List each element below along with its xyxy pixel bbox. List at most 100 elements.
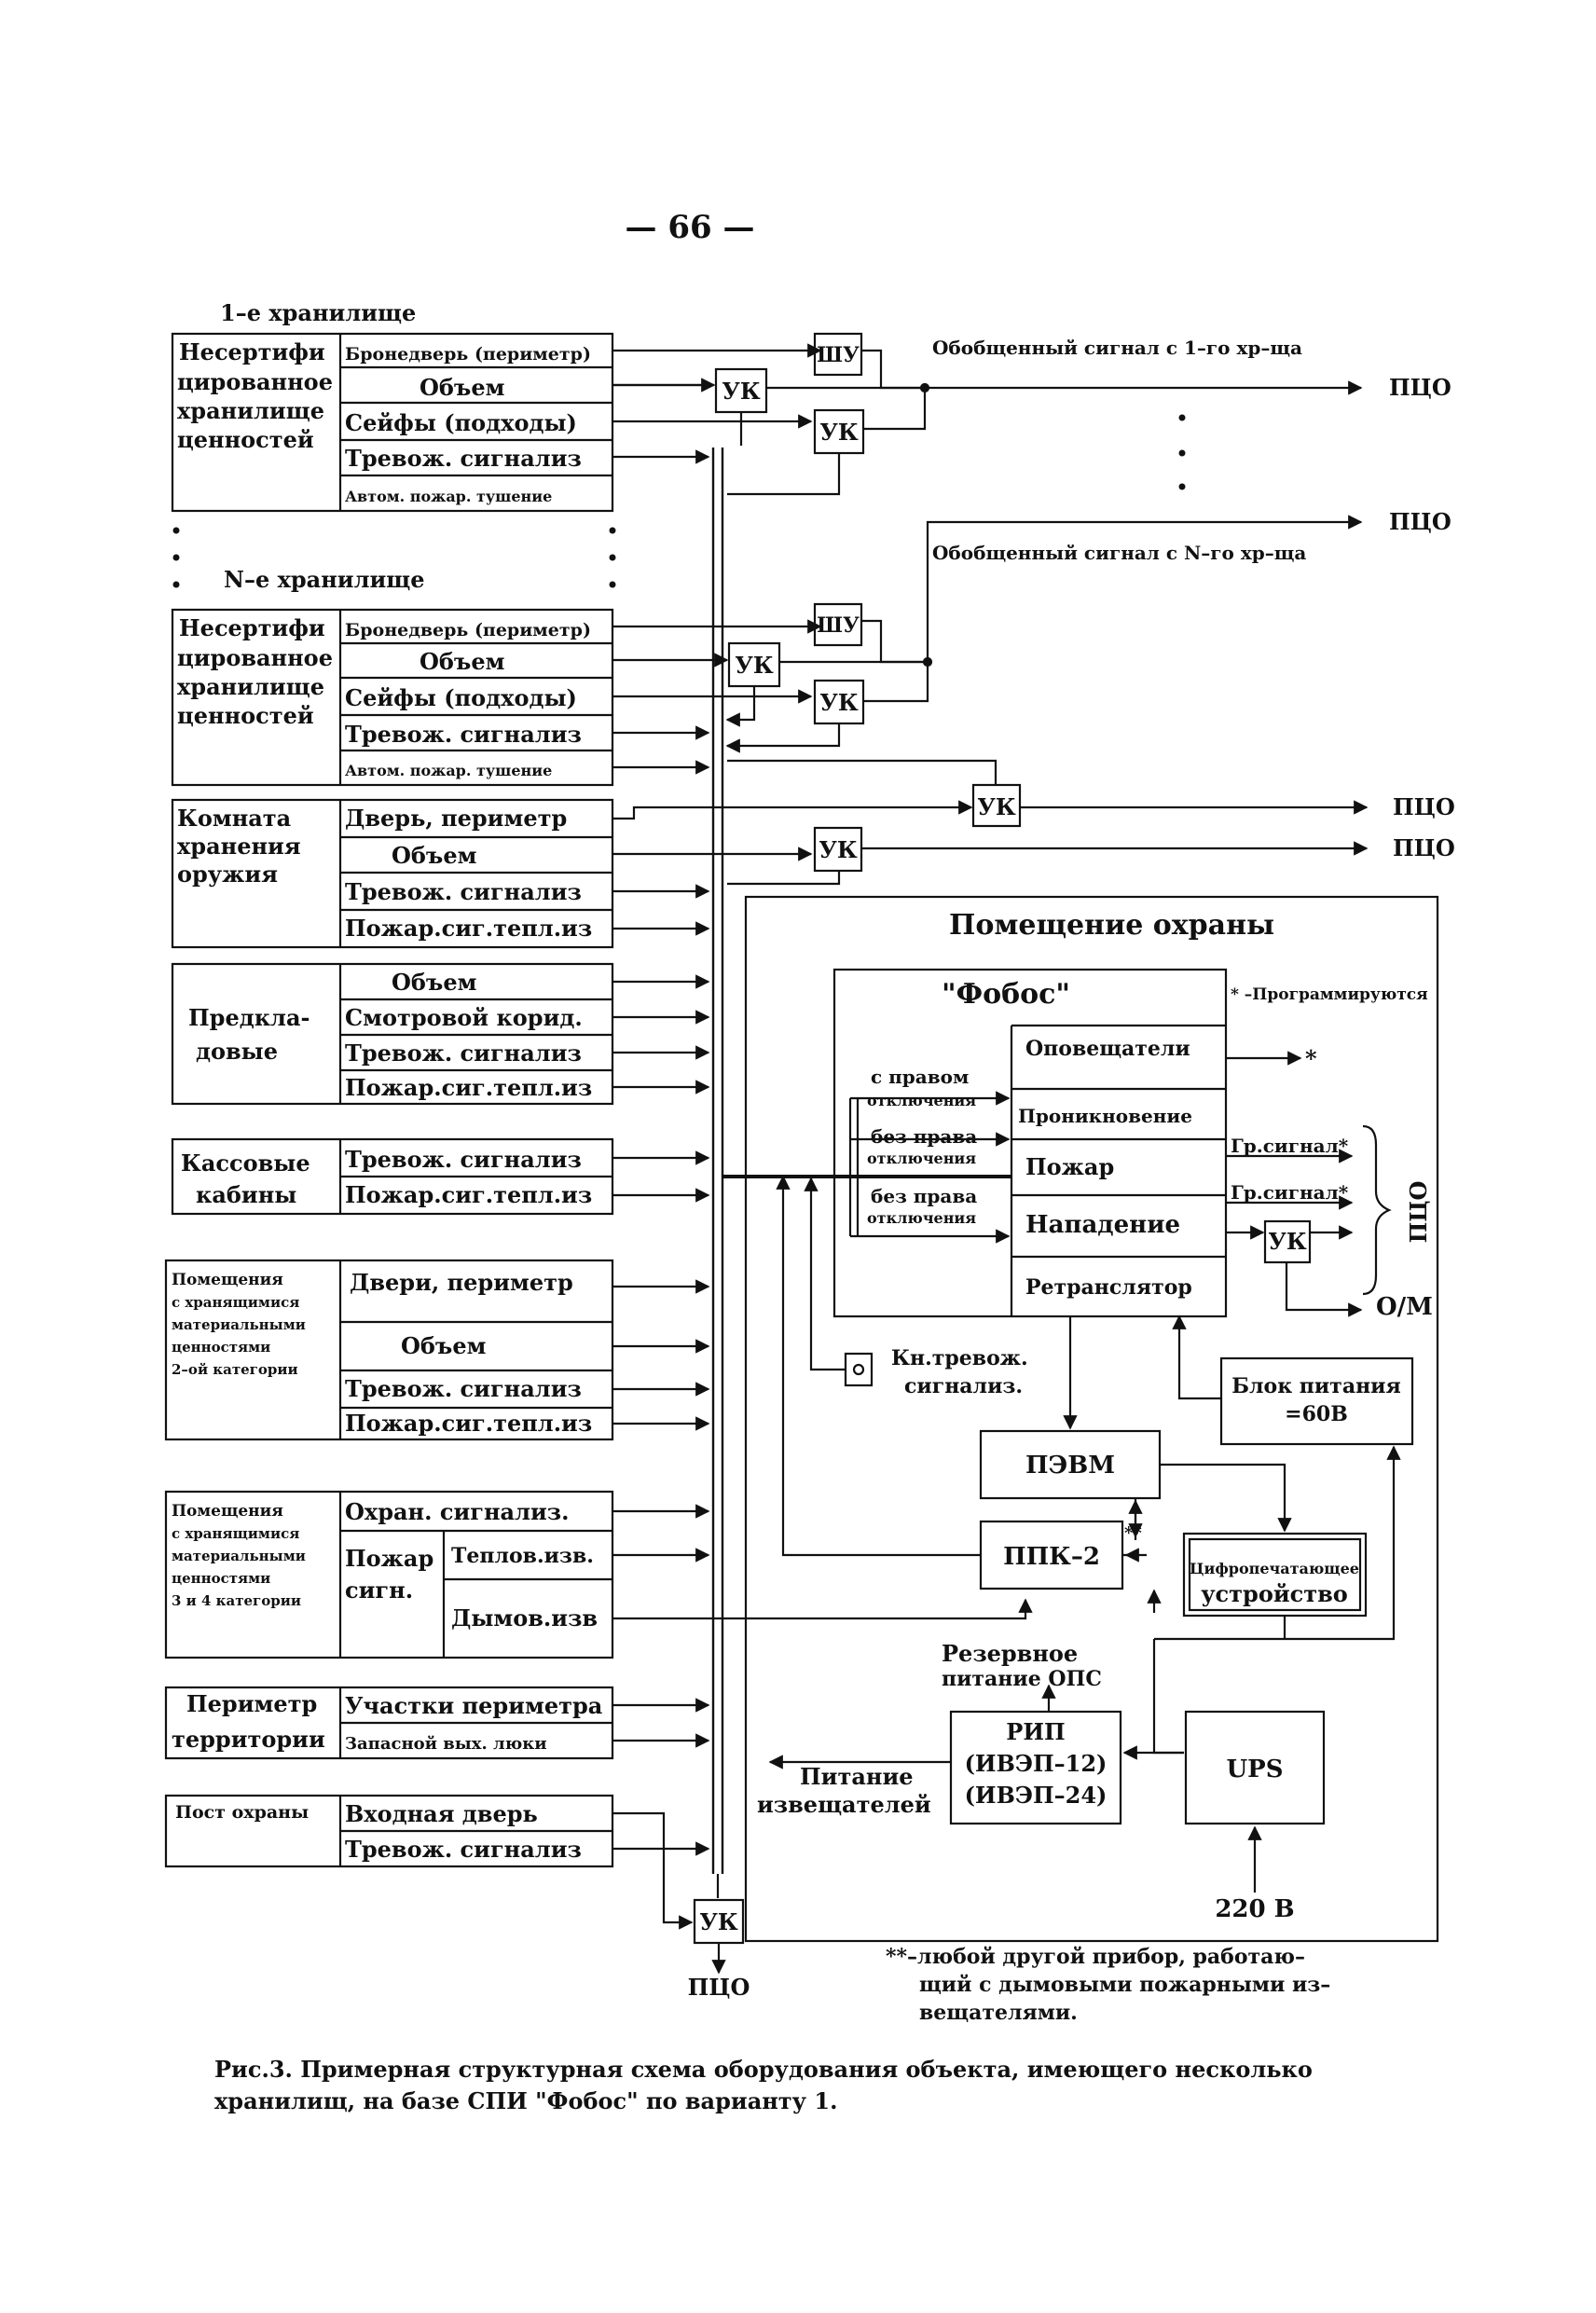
ppk2-label: ППК–2 — [1003, 1543, 1100, 1571]
ellipsis-dot — [1178, 483, 1186, 490]
guard-post-item: Тревож. сигнализ — [345, 1836, 582, 1863]
pco-label: ПЦО — [688, 1974, 750, 2001]
vestibule-item: Тревож. сигнализ — [345, 1039, 582, 1067]
panic-button-label: Кн.тревож. — [891, 1346, 1028, 1370]
programmable-note: * –Программируются — [1231, 985, 1428, 1004]
om-label: О/М — [1376, 1293, 1433, 1321]
figure-caption-line: Рис.3. Примерная структурная схема обору… — [214, 2056, 1313, 2083]
ellipsis-dot — [609, 581, 616, 588]
vault-1-title: 1–е хранилище — [220, 299, 416, 326]
detector-power-label: Питание — [800, 1763, 914, 1790]
cat2-item: Двери, периметр — [350, 1269, 573, 1296]
group-signal-label: Гр.сигнал* — [1231, 1135, 1349, 1157]
uk-device-label: УК — [819, 689, 858, 716]
cat2-room-line: 2–ой категории — [172, 1361, 298, 1378]
rip-label: (ИВЭП–12) — [965, 1750, 1108, 1777]
vault-n-room-line: Несертифи — [179, 614, 325, 641]
vault-n-room-line: хранилище — [177, 673, 324, 700]
armory-item: Пожар.сиг.тепл.из — [345, 915, 592, 942]
page-number: — 66 — — [626, 209, 755, 246]
vault-1-item: Сейфы (подходы) — [345, 409, 577, 436]
vault-n-item: Тревож. сигнализ — [345, 721, 582, 748]
figure-caption-line: хранилищ, на базе СПИ "Фобос" по вариант… — [214, 2087, 837, 2114]
fobos-left-label: без права — [871, 1185, 977, 1207]
vault-1-room-line: ценностей — [177, 426, 314, 453]
pco-label: ПЦО — [1389, 508, 1452, 535]
armory-item: Тревож. сигнализ — [345, 878, 582, 905]
vault-1-room-line: цированное — [177, 368, 333, 395]
group-signal-label: Гр.сигнал* — [1231, 1181, 1349, 1204]
cat34-room-line: материальными — [172, 1548, 306, 1564]
pco-label: ПЦО — [1393, 834, 1455, 861]
cat2-room-line: с хранящимися — [172, 1294, 299, 1311]
perimeter-room-line: Периметр — [186, 1690, 317, 1717]
vestibule-room-line: довые — [196, 1038, 278, 1065]
cat2-item: Тревож. сигнализ — [345, 1375, 582, 1402]
cat34-room-line: ценностями — [172, 1570, 270, 1587]
armory-item: Дверь, периметр — [345, 805, 567, 832]
zone-label: Нападение — [1025, 1211, 1180, 1239]
fobos-left-label: отключения — [867, 1092, 976, 1109]
uk-device-label: УК — [699, 1908, 737, 1935]
cash-item: Пожар.сиг.тепл.из — [345, 1181, 592, 1208]
guard-room-title: Помещение охраны — [949, 909, 1274, 942]
pco-label: ПЦО — [1389, 374, 1452, 401]
reserve-power-label: питание ОПС — [942, 1667, 1102, 1691]
footnote-line: вещателями. — [919, 2001, 1078, 2025]
uk-device-label: УК — [819, 836, 857, 863]
vestibule-item: Смотровой корид. — [345, 1004, 583, 1031]
pevm-label: ПЭВМ — [1025, 1452, 1115, 1480]
rip-label: РИП — [1006, 1718, 1065, 1745]
cat34-item: Дымов.изв — [451, 1604, 598, 1631]
panic-button-label: сигнализ. — [904, 1374, 1023, 1398]
vestibule-item: Объем — [392, 969, 477, 996]
ellipsis-dot — [609, 527, 616, 534]
vault-1-item: Тревож. сигнализ — [345, 445, 582, 472]
uk-device-label: УК — [722, 378, 760, 405]
uk-device-label: УК — [735, 652, 773, 679]
cash-item: Тревож. сигнализ — [345, 1146, 582, 1173]
zone-label: Проникновение — [1018, 1105, 1192, 1127]
vestibule-item: Пожар.сиг.тепл.из — [345, 1074, 592, 1101]
vault-n-room-line: цированное — [177, 644, 333, 671]
cat34-room-line: 3 и 4 категории — [172, 1592, 301, 1609]
fobos-left-label: с правом — [871, 1066, 969, 1088]
cat34-item: Охран. сигнализ. — [345, 1498, 569, 1525]
armory-room-line: оружия — [177, 860, 278, 888]
ellipsis-dot — [172, 527, 180, 534]
cat2-room-line: Помещения — [172, 1271, 283, 1289]
vault-n-item: Бронедверь (периметр) — [345, 620, 591, 640]
power-block-label: Блок питания — [1231, 1374, 1401, 1398]
cash-room-line: Кассовые — [181, 1150, 310, 1177]
shu-device-label: ШУ — [817, 343, 860, 367]
uk-device-label: УК — [977, 793, 1015, 820]
vestibule-room-line: Предкла- — [188, 1004, 310, 1031]
ellipsis-dot — [1178, 414, 1186, 421]
cat2-room-line: материальными — [172, 1316, 306, 1333]
ellipsis-dot — [609, 554, 616, 561]
armory-room-line: Комната — [177, 805, 291, 832]
reserve-power-label: Резервное — [942, 1640, 1078, 1667]
armory-item: Объем — [392, 842, 477, 869]
zone-label: Оповещатели — [1025, 1037, 1190, 1061]
printer-label: устройство — [1201, 1580, 1348, 1607]
cat34-item: Пожар — [345, 1545, 433, 1572]
fobos-left-label: без права — [871, 1125, 977, 1148]
generalized-signal-n: Обобщенный сигнал с N–го хр–ща — [932, 542, 1306, 564]
vault-1-item: Объем — [420, 374, 505, 401]
vault-n-title: N–е хранилище — [224, 566, 425, 593]
uk-device-label: УК — [819, 419, 858, 446]
cat34-room-line: Помещения — [172, 1502, 283, 1521]
cat34-room-line: с хранящимися — [172, 1525, 299, 1542]
cat34-item: сигн. — [345, 1576, 413, 1604]
fobos-title: "Фобос" — [942, 978, 1070, 1011]
perimeter-item: Запасной вых. люки — [345, 1734, 547, 1754]
perimeter-room-line: территории — [172, 1726, 325, 1753]
vault-n-item: Сейфы (подходы) — [345, 684, 577, 711]
guard-post-room-line: Пост охраны — [175, 1802, 309, 1823]
ups-label: UPS — [1226, 1755, 1283, 1783]
perimeter-item: Участки периметра — [345, 1692, 602, 1719]
printer-label: Цифропечатающее — [1190, 1560, 1359, 1577]
uk-device-label: УК — [1268, 1228, 1306, 1255]
